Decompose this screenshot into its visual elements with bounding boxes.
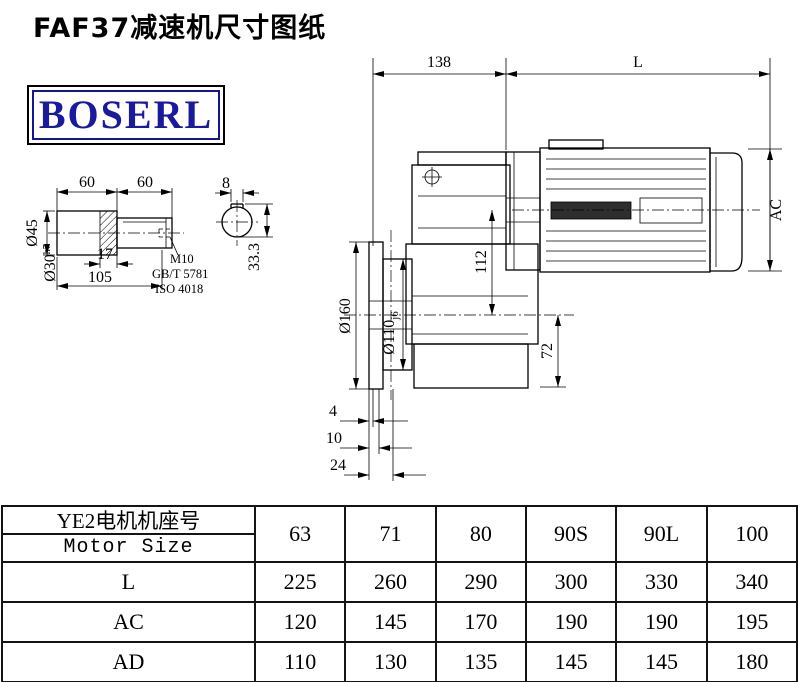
boserl-logo-frame: BOSERL bbox=[32, 90, 220, 140]
boserl-logo: BOSERL bbox=[27, 85, 225, 145]
dim-105-label: 105 bbox=[88, 269, 112, 286]
page-title: FAF37减速机尺寸图纸 bbox=[33, 13, 327, 44]
size-col-63: 63 bbox=[253, 505, 347, 563]
overall-dimensions: 138 L AC bbox=[372, 54, 785, 272]
row-label: AC bbox=[1, 601, 256, 643]
table-header-en: Motor Size bbox=[63, 536, 194, 559]
flange-plate bbox=[368, 241, 384, 390]
dim-dia45-label: Ø45 bbox=[24, 219, 41, 247]
size-col-90S: 90S bbox=[524, 505, 618, 563]
dim-flange-od-label: Ø160 bbox=[337, 298, 354, 334]
dim-L-label: L bbox=[633, 54, 643, 71]
table-cell: 190 bbox=[615, 601, 708, 643]
row-label: L bbox=[1, 561, 256, 603]
table-header-cell: YE2电机机座号 Motor Size bbox=[1, 505, 256, 563]
shaft-detail-view: 60 60 17 105 Ø45 Ø30h7 bbox=[24, 174, 208, 296]
table-cell: 225 bbox=[253, 561, 347, 603]
motor-nameplate bbox=[550, 201, 632, 220]
housing-dimensions: 112 72 Ø160 Ø110j6 bbox=[337, 210, 566, 390]
dim-10-label: 10 bbox=[326, 430, 342, 447]
dim-4-label: 4 bbox=[329, 403, 337, 420]
table-cell: 135 bbox=[434, 641, 527, 682]
flange-hub bbox=[382, 258, 413, 371]
standard-note-iso: ISO 4018 bbox=[155, 282, 203, 296]
table-cell: 330 bbox=[615, 561, 708, 603]
dia30-tolerance: h7 bbox=[42, 244, 53, 254]
motor-size-table: YE2电机机座号 Motor Size 63 71 80 90S 90L 100… bbox=[1, 505, 799, 682]
table-header-row: YE2电机机座号 Motor Size 63 71 80 90S 90L 100 bbox=[1, 505, 799, 563]
dim-17-label: 17 bbox=[97, 246, 113, 263]
dim-spigot-main: Ø110 bbox=[381, 320, 398, 355]
table-cell: 145 bbox=[344, 601, 437, 643]
dim-138-label: 138 bbox=[427, 54, 451, 71]
dim-112-label: 112 bbox=[473, 250, 490, 273]
table-cell: 110 bbox=[253, 641, 347, 682]
dim-333-label: 33.3 bbox=[246, 243, 263, 271]
table-row-AC: AC 120 145 170 190 190 195 bbox=[1, 601, 799, 643]
table-cell: 190 bbox=[524, 601, 618, 643]
table-cell: 145 bbox=[524, 641, 618, 682]
motor-side-view bbox=[505, 139, 760, 273]
dim-spigot-tolerance: j6 bbox=[389, 311, 401, 321]
output-flange bbox=[344, 230, 574, 400]
dim-60b-label: 60 bbox=[137, 174, 153, 191]
standard-note-gbt: GB/T 5781 bbox=[152, 267, 208, 281]
dim-flange-spigot-label: Ø110j6 bbox=[381, 311, 401, 355]
table-cell: 290 bbox=[434, 561, 527, 603]
table-row-AD: AD 110 130 135 145 145 180 bbox=[1, 641, 799, 682]
dim-24-label: 24 bbox=[330, 457, 346, 474]
flange-offset-dimensions: 4 10 24 bbox=[326, 389, 426, 481]
table-cell: 145 bbox=[615, 641, 708, 682]
table-cell: 300 bbox=[524, 561, 618, 603]
table-header-cn: YE2电机机座号 bbox=[3, 507, 254, 535]
dim-AC-label: AC bbox=[768, 199, 785, 221]
table-cell: 120 bbox=[253, 601, 347, 643]
dim-72-label: 72 bbox=[539, 343, 556, 359]
table-cell: 180 bbox=[705, 641, 799, 682]
table-cell: 340 bbox=[705, 561, 799, 603]
boserl-logo-text: BOSERL bbox=[38, 92, 214, 137]
dim-60a-label: 60 bbox=[79, 174, 95, 191]
table-row-L: L 225 260 290 300 330 340 bbox=[1, 561, 799, 603]
terminal-box bbox=[548, 139, 604, 150]
gear-housing bbox=[405, 151, 539, 389]
technical-drawing: 138 L AC bbox=[24, 54, 785, 481]
size-col-71: 71 bbox=[344, 505, 437, 563]
size-col-100: 100 bbox=[705, 505, 799, 563]
keyway-section-view: 8 33.3 bbox=[215, 175, 273, 271]
size-col-90L: 90L bbox=[615, 505, 708, 563]
table-cell: 195 bbox=[705, 601, 799, 643]
motor-adapter bbox=[505, 151, 541, 271]
dim-dia30-label: Ø30h7 bbox=[42, 244, 59, 282]
dim-8-label: 8 bbox=[222, 175, 230, 192]
row-label: AD bbox=[1, 641, 256, 682]
dia30-main: Ø30 bbox=[42, 254, 59, 282]
thread-note-label: M10 bbox=[170, 252, 194, 266]
size-col-80: 80 bbox=[434, 505, 527, 563]
table-cell: 170 bbox=[434, 601, 527, 643]
table-cell: 260 bbox=[344, 561, 437, 603]
table-cell: 130 bbox=[344, 641, 437, 682]
